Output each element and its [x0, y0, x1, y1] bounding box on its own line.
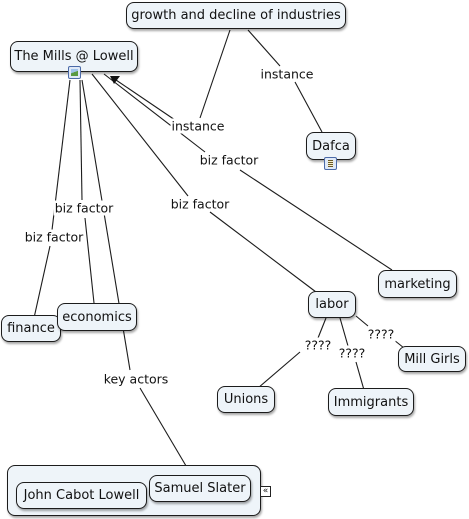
collapse-icon[interactable]: « — [260, 486, 271, 497]
node-marketing[interactable]: marketing — [378, 270, 457, 298]
link-label-bizfactor-economics: biz factor — [53, 200, 115, 216]
node-economics[interactable]: economics — [57, 303, 137, 331]
link-label-q-millgirls: ???? — [366, 326, 396, 342]
link-mills-keyactors-b — [139, 387, 193, 477]
link-labor-q-unions-a — [317, 317, 327, 339]
node-dafca-label: Dafca — [312, 138, 350, 154]
link-growth-instance-dafca — [247, 29, 281, 67]
link-mills-bizfactor-marketing-b — [239, 169, 393, 271]
link-label-instance-mills: instance — [170, 118, 226, 134]
link-label-q-immigrants: ???? — [337, 345, 367, 361]
link-label-q-unions: ???? — [303, 337, 333, 353]
node-labor[interactable]: labor — [308, 291, 356, 318]
link-growth-instance-mills — [199, 29, 231, 119]
link-mills-bizfactor-economics-b — [84, 217, 95, 304]
link-labor-q-millgirls-a — [355, 315, 369, 327]
link-labor-q-immigrants-b — [355, 361, 365, 391]
node-mill-girls[interactable]: Mill Girls — [398, 346, 466, 372]
document-icon[interactable] — [324, 157, 337, 170]
arrowhead — [110, 76, 120, 84]
node-samuel-slater[interactable]: Samuel Slater — [149, 475, 251, 502]
link-mills-bizfactor-labor-a — [91, 73, 189, 197]
link-instance-to-mills — [115, 79, 179, 123]
node-john-cabot-lowell[interactable]: John Cabot Lowell — [16, 482, 147, 509]
node-growth[interactable]: growth and decline of industries — [126, 2, 346, 29]
node-immigrants[interactable]: Immigrants — [328, 388, 414, 416]
link-label-key-actors: key actors — [102, 371, 170, 387]
link-mills-bizfactor-labor-b — [209, 211, 317, 293]
link-label-bizfactor-labor: biz factor — [169, 196, 231, 212]
link-label-bizfactor-finance: biz factor — [23, 229, 85, 245]
link-mills-bizfactor-marketing-a — [103, 73, 206, 153]
link-label-instance-dafca: instance — [259, 66, 315, 82]
image-icon[interactable] — [68, 66, 81, 79]
link-labor-q-unions-b — [257, 351, 301, 389]
node-mills-label: The Mills @ Lowell — [14, 49, 134, 64]
link-mills-bizfactor-economics-a — [79, 79, 83, 201]
link-instance-to-dafca — [294, 81, 323, 133]
link-label-bizfactor-marketing: biz factor — [198, 152, 260, 168]
link-labor-q-immigrants-a — [339, 317, 349, 347]
link-mills-bizfactor-finance-b — [33, 245, 51, 319]
node-finance[interactable]: finance — [1, 315, 61, 342]
node-dafca[interactable]: Dafca — [306, 132, 356, 160]
node-unions[interactable]: Unions — [217, 386, 275, 413]
